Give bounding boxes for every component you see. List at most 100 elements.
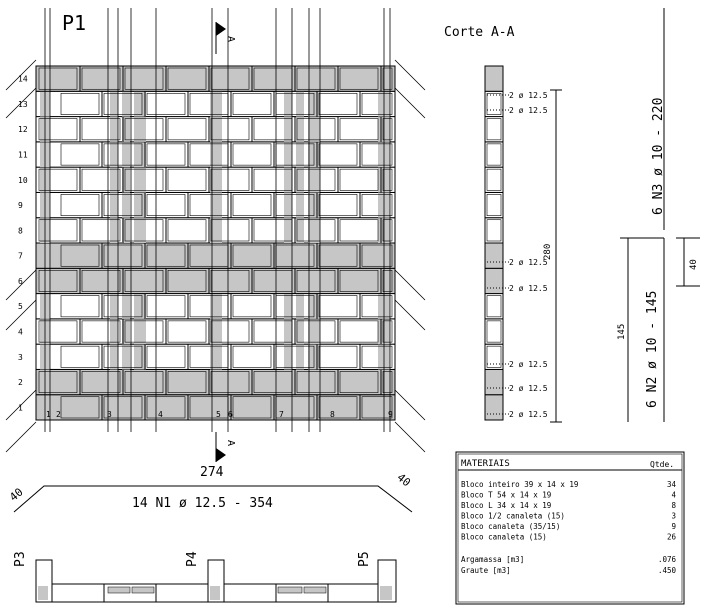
plan-core: [303, 586, 327, 594]
svg-text:6 N3 ø 10 - 220: 6 N3 ø 10 - 220: [651, 98, 666, 215]
material-qty: 9: [671, 522, 676, 531]
grout-core: [210, 293, 222, 319]
block: [232, 92, 272, 115]
plan-block: [327, 583, 379, 603]
section-bar-label: 2 ø 12.5: [509, 284, 548, 293]
plan-block: [155, 583, 209, 603]
rebar-n3: 6 N3 ø 10 - 220: [651, 8, 666, 230]
block: [232, 396, 272, 419]
section-block: [484, 191, 504, 219]
block: [124, 168, 164, 191]
grout-core: [122, 344, 130, 370]
section-block: [484, 242, 504, 269]
course-number: 13: [18, 100, 28, 109]
grout-core: [110, 293, 118, 319]
block: [81, 219, 121, 242]
svg-text:280: 280: [543, 244, 553, 260]
block: [210, 67, 250, 90]
block: [146, 295, 186, 318]
grout-core: [284, 91, 292, 117]
plan-view: [35, 559, 397, 603]
block: [38, 219, 78, 242]
block: [124, 320, 164, 343]
block: [296, 118, 336, 141]
grout-core: [210, 167, 222, 193]
block: [146, 194, 186, 217]
hook-right: [394, 421, 426, 453]
grout-core: [210, 217, 222, 243]
grout-core: [308, 116, 320, 142]
grout-core: [122, 91, 130, 117]
block: [296, 67, 336, 90]
section-block: [484, 343, 504, 370]
block: [38, 371, 78, 394]
rebar-n1: 40 40 14 N1 ø 12.5 - 354: [7, 471, 413, 513]
block: [318, 244, 358, 267]
block: [124, 219, 164, 242]
grout-core: [122, 141, 130, 168]
block: [339, 269, 379, 292]
material-total-qty: .450: [658, 566, 677, 575]
block: [103, 194, 143, 217]
svg-text:A: A: [225, 36, 236, 42]
section-bar-label: 2 ø 12.5: [509, 384, 548, 393]
section-bar-labels: 2 ø 12.52 ø 12.52 ø 12.52 ø 12.52 ø 12.5…: [487, 91, 548, 419]
hook-left: [5, 87, 37, 119]
block: [60, 194, 100, 217]
block: [103, 244, 143, 267]
bar-mark: 5: [216, 410, 221, 419]
block: [382, 269, 393, 292]
block: [382, 67, 393, 90]
block: [318, 345, 358, 368]
block: [339, 320, 379, 343]
grout-core: [296, 318, 304, 345]
block: [81, 118, 121, 141]
block: [361, 143, 393, 166]
block: [232, 295, 272, 318]
block: [339, 118, 379, 141]
plan-grout: [210, 586, 220, 600]
grout-core: [110, 318, 118, 345]
section-bar-label: 2 ø 12.5: [509, 410, 548, 419]
block: [167, 118, 207, 141]
grout-core: [122, 318, 130, 345]
block: [382, 371, 393, 394]
plan-label-p5: P5: [357, 551, 372, 567]
section-core: [486, 320, 502, 343]
svg-text:40: 40: [394, 471, 413, 489]
block: [361, 194, 393, 217]
block: [167, 269, 207, 292]
grout-core: [134, 293, 146, 319]
section-aa: [484, 65, 504, 421]
block: [232, 244, 272, 267]
block: [210, 371, 250, 394]
block: [38, 320, 78, 343]
course-number: 8: [18, 226, 23, 235]
grout-core: [308, 217, 320, 243]
block: [318, 295, 358, 318]
grout-core: [284, 344, 292, 370]
plan-core: [107, 586, 131, 594]
material-name: Bloco 1/2 canaleta (15): [461, 512, 565, 521]
grout-core: [122, 217, 130, 243]
plan-grout: [380, 586, 392, 600]
section-marker-bottom: A: [215, 432, 236, 462]
section-bar-label: 2 ø 12.5: [509, 360, 548, 369]
course-number: 10: [18, 176, 28, 185]
block: [339, 219, 379, 242]
block: [232, 345, 272, 368]
section-title: Corte A-A: [444, 25, 515, 40]
materials-table: MATERIAIS Qtde. Bloco inteiro 39 x 14 x …: [455, 451, 685, 605]
grout-core: [134, 141, 146, 168]
materials-header: MATERIAIS: [461, 459, 510, 469]
plan-core: [277, 586, 303, 594]
block: [382, 320, 393, 343]
block: [167, 320, 207, 343]
hook-left: [5, 299, 37, 331]
section-dimension: 280: [543, 89, 562, 423]
block: [361, 345, 393, 368]
course-number: 6: [18, 277, 23, 286]
grout-core: [296, 217, 304, 243]
